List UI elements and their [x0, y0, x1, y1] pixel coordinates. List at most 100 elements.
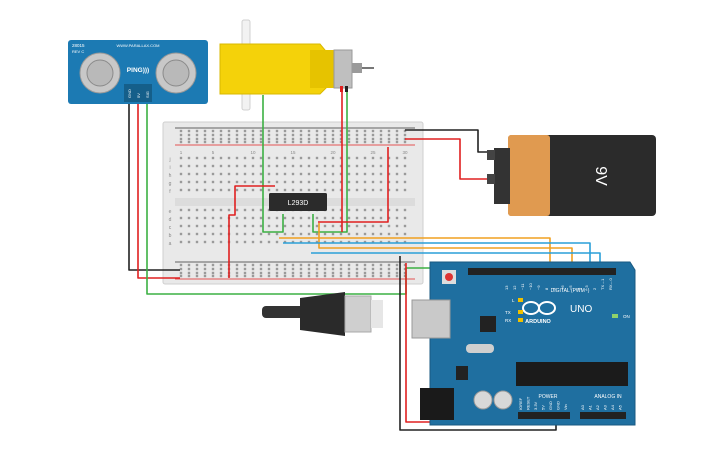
breadboard-hole	[203, 274, 207, 278]
row-letter: g	[169, 181, 172, 187]
breadboard-hole	[243, 271, 247, 275]
breadboard-hole	[291, 240, 295, 244]
breadboard-hole	[187, 232, 191, 236]
arduino-pin-label: ~10	[528, 282, 533, 290]
breadboard-hole	[347, 232, 351, 236]
breadboard-hole	[371, 240, 375, 244]
breadboard-hole	[283, 137, 287, 141]
breadboard-hole	[179, 164, 183, 168]
wire-motor-green-2[interactable]	[312, 90, 348, 233]
l293d-chip[interactable]: L293D	[269, 193, 327, 211]
arduino-pin-label: 5V	[541, 405, 546, 410]
arduino-pin-label: ~9	[536, 285, 541, 290]
breadboard-hole	[251, 267, 255, 271]
reset-button[interactable]	[445, 273, 453, 281]
wire-battery-red[interactable]	[405, 138, 492, 180]
breadboard-hole	[371, 180, 375, 184]
breadboard-hole	[363, 164, 367, 168]
breadboard-hole	[347, 224, 351, 228]
breadboard-hole	[275, 267, 279, 271]
breadboard-hole	[179, 137, 183, 141]
breadboard-hole	[379, 188, 383, 192]
breadboard-hole	[203, 140, 207, 144]
ping-ultrasonic-sensor[interactable]: 28015 REV C WWW.PARALLAX.COM PING))) GND…	[68, 40, 208, 104]
breadboard-hole	[339, 133, 343, 137]
breadboard-hole	[387, 172, 391, 176]
breadboard-hole	[283, 224, 287, 228]
breadboard-hole	[315, 156, 319, 160]
breadboard-hole	[179, 129, 183, 133]
breadboard-hole	[195, 263, 199, 267]
dc-gear-motor[interactable]	[219, 19, 374, 111]
breadboard-hole	[403, 232, 407, 236]
breadboard-hole	[219, 263, 223, 267]
breadboard-hole	[235, 129, 239, 133]
breadboard-hole	[299, 164, 303, 168]
breadboard-hole	[323, 156, 327, 160]
wire-motor-green[interactable]	[262, 95, 284, 233]
breadboard-hole	[299, 140, 303, 144]
col-number: 10	[250, 150, 256, 155]
breadboard-hole	[195, 274, 199, 278]
breadboard-hole	[347, 156, 351, 160]
breadboard-hole	[299, 156, 303, 160]
breadboard-hole	[219, 140, 223, 144]
col-number: 20	[330, 150, 336, 155]
wire-chip-en[interactable]	[318, 147, 389, 223]
breadboard-hole	[267, 164, 271, 168]
breadboard-hole	[283, 263, 287, 267]
breadboard-hole	[363, 140, 367, 144]
breadboard-hole	[259, 129, 263, 133]
wire-chip-vcc[interactable]	[228, 185, 275, 278]
breadboard-hole	[387, 140, 391, 144]
breadboard-hole	[267, 267, 271, 271]
breadboard-hole	[371, 274, 375, 278]
breadboard-hole	[283, 129, 287, 133]
breadboard-hole	[387, 188, 391, 192]
breadboard-hole	[291, 140, 295, 144]
breadboard-hole	[347, 129, 351, 133]
breadboard-hole	[267, 271, 271, 275]
breadboard-hole	[339, 172, 343, 176]
arduino-pin-label: A5	[618, 404, 623, 410]
breadboard-hole	[179, 140, 183, 144]
breadboard-hole	[331, 240, 335, 244]
breadboard-hole	[387, 137, 391, 141]
usb-cable[interactable]	[262, 292, 383, 336]
wire-battery-black[interactable]	[405, 129, 492, 153]
wire-sensor-gnd[interactable]	[128, 104, 180, 271]
breadboard-hole	[315, 164, 319, 168]
breadboard-hole	[363, 129, 367, 133]
breadboard-hole	[211, 188, 215, 192]
breadboard-hole	[259, 271, 263, 275]
breadboard-hole	[315, 216, 319, 220]
9v-battery[interactable]: 9V	[487, 135, 656, 216]
breadboard-hole	[387, 180, 391, 184]
breadboard-hole	[235, 267, 239, 271]
breadboard-hole	[363, 271, 367, 275]
breadboard-hole	[267, 208, 271, 212]
breadboard-hole	[355, 164, 359, 168]
breadboard-hole	[387, 263, 391, 267]
breadboard-hole	[243, 129, 247, 133]
breadboard-hole	[323, 172, 327, 176]
breadboard-hole	[331, 208, 335, 212]
breadboard-hole	[299, 271, 303, 275]
breadboard-hole	[315, 267, 319, 271]
breadboard-hole	[307, 271, 311, 275]
breadboard-hole	[379, 274, 383, 278]
arduino-pin-label: ~3	[584, 285, 589, 290]
breadboard-hole	[355, 240, 359, 244]
breadboard-hole	[211, 224, 215, 228]
wire-sensor-5v[interactable]	[137, 104, 180, 279]
breadboard-hole	[259, 240, 263, 244]
arduino-pin-label: Vin	[563, 404, 568, 410]
breadboard-hole	[283, 216, 287, 220]
breadboard-hole	[259, 172, 263, 176]
breadboard-hole	[315, 240, 319, 244]
breadboard-hole	[243, 263, 247, 267]
breadboard-hole	[379, 137, 383, 141]
